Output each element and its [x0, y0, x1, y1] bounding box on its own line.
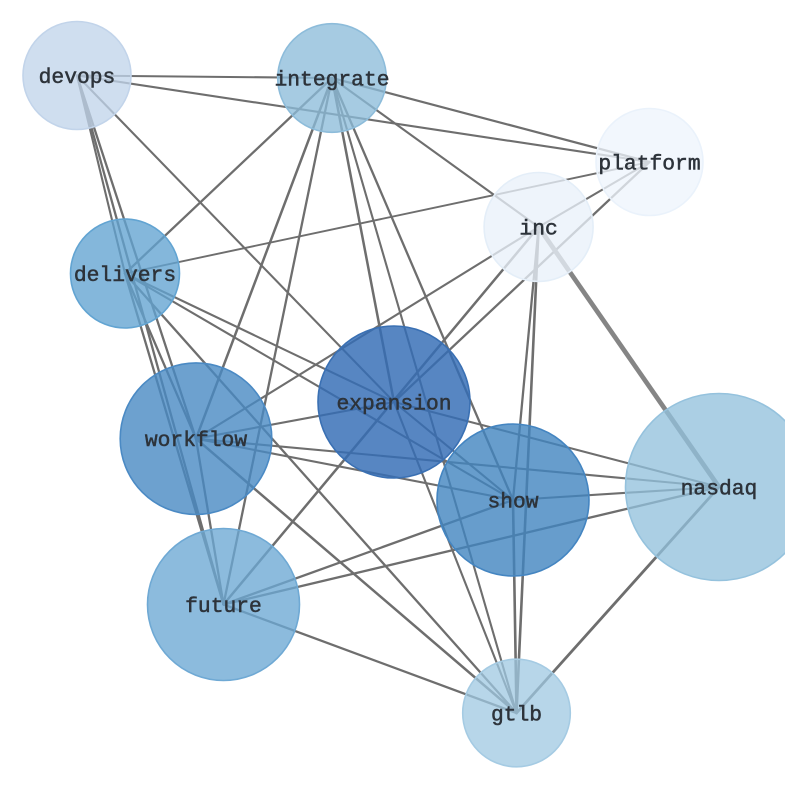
svg-text:gtlb: gtlb [491, 703, 542, 727]
svg-text:delivers: delivers [74, 264, 176, 288]
svg-text:expansion: expansion [336, 392, 451, 416]
svg-text:future: future [185, 595, 262, 619]
svg-text:devops: devops [39, 66, 116, 90]
svg-text:workflow: workflow [145, 429, 247, 453]
svg-text:integrate: integrate [274, 68, 389, 92]
svg-text:inc: inc [519, 217, 557, 241]
svg-text:nasdaq: nasdaq [681, 477, 758, 501]
svg-text:show: show [487, 490, 538, 514]
svg-text:platform: platform [598, 152, 700, 176]
